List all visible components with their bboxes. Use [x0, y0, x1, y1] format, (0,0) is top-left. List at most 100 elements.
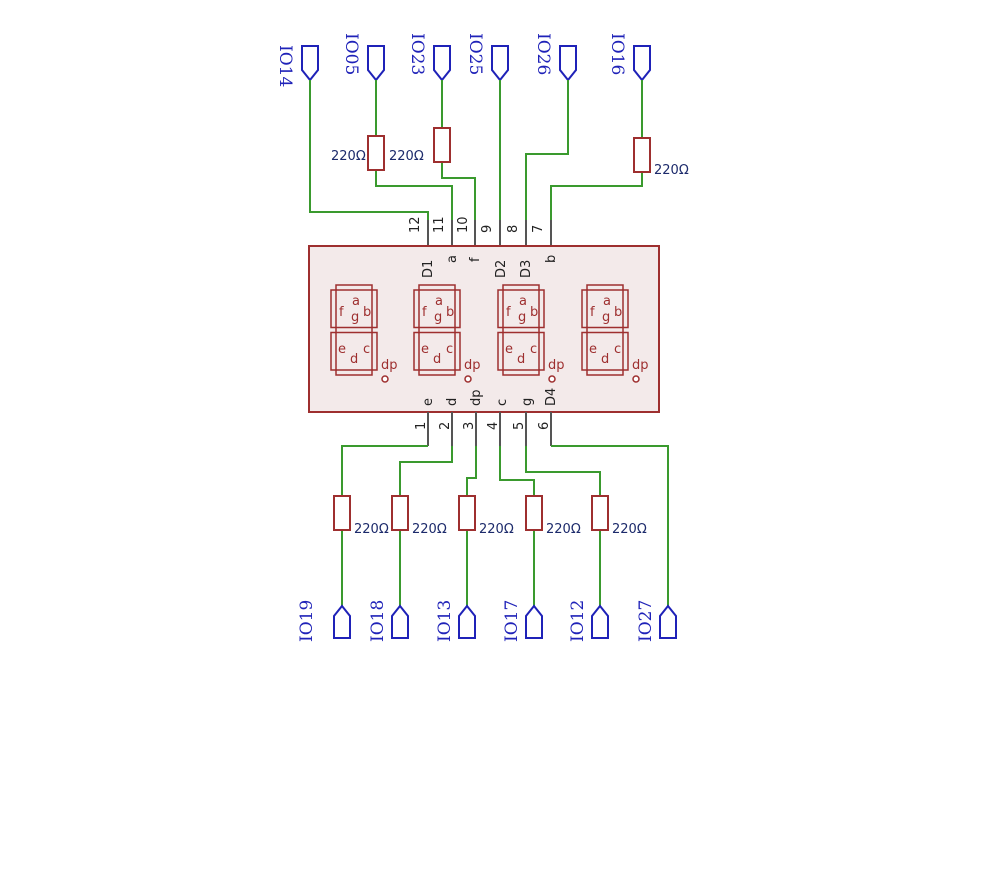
port-io25-symbol [491, 45, 509, 82]
digit-2-label-dp: dp [464, 358, 481, 373]
digit-2-label-a: a [435, 294, 443, 309]
digit-2-segment-c [454, 331, 461, 371]
resistor-io12-body [591, 495, 609, 531]
digit-4-segment-c [622, 331, 629, 371]
port-io05-symbol [367, 45, 385, 82]
net-label-io16: IO16 [607, 33, 627, 75]
digit-4-decimal-point [632, 375, 640, 383]
digit-1-segment-a [335, 284, 373, 291]
port-io17-symbol [525, 604, 543, 639]
port-io26-symbol [559, 45, 577, 82]
digit-1-label-g: g [351, 310, 359, 325]
digit-1-segment-b [371, 289, 378, 329]
port-io05: IO05 [341, 33, 385, 82]
net-label-io27: IO27 [636, 600, 656, 642]
pin-number-12: 12 [408, 216, 423, 233]
digit-2-label-c: c [446, 342, 453, 357]
resistor-io23-body [433, 127, 451, 163]
pin-number-9: 9 [480, 225, 495, 233]
wire-io14 [309, 80, 429, 220]
digit-1-label-e: e [338, 342, 346, 357]
digit-1-segment-e [330, 331, 337, 371]
digit-2-segment-f [413, 289, 420, 329]
port-io13: IO13 [435, 600, 476, 642]
digit-3-segment-f [497, 289, 504, 329]
digit-4-segment-e [581, 331, 588, 371]
resistor-io23-value: 220Ω [389, 149, 424, 164]
digit-2-segment-e [413, 331, 420, 371]
digit-4-segment-f [581, 289, 588, 329]
digit-3-label-c: c [530, 342, 537, 357]
pin-number-1: 1 [414, 422, 429, 430]
digit-1-decimal-point [381, 375, 389, 383]
digit-3-label-e: e [505, 342, 513, 357]
resistor-io19-body [333, 495, 351, 531]
pin-name-dp: dp [469, 389, 484, 406]
digit-4-segment-g [586, 326, 624, 334]
digit-2-label-f: f [422, 305, 427, 320]
digit-1-segment-c [371, 331, 378, 371]
pin-name-e: e [421, 398, 436, 406]
pin-name-b: b [544, 255, 559, 263]
digit-4-label-a: a [603, 294, 611, 309]
pin-name-d3: D3 [519, 260, 534, 278]
digit-4-segment-b [622, 289, 629, 329]
net-label-io19: IO19 [297, 600, 317, 642]
pin-name-d4: D4 [544, 388, 559, 406]
top-pin-numbers: 12 11 10 9 8 7 [408, 216, 546, 233]
bottom-pin-numbers: 1 2 3 4 5 6 [414, 422, 552, 430]
digit-2-label-e: e [421, 342, 429, 357]
net-label-io25: IO25 [465, 33, 485, 75]
top-pin-leads [427, 220, 552, 246]
port-io18: IO18 [368, 600, 409, 642]
digit-3-label-d: d [517, 352, 525, 367]
digit-2-label-g: g [434, 310, 442, 325]
digit-2-segment-b [454, 289, 461, 329]
digit-3-segment-d [502, 369, 540, 376]
digit-3-segment-b [538, 289, 545, 329]
digit-3-label-dp: dp [548, 358, 565, 373]
digit-3-label-f: f [506, 305, 511, 320]
top-wires [309, 80, 643, 220]
pin-name-g: g [520, 398, 535, 406]
wire-io27 [551, 445, 669, 606]
resistor-io05-value: 220Ω [331, 149, 366, 164]
digit-3-label-g: g [518, 310, 526, 325]
pin-name-c: c [495, 399, 510, 406]
pin-number-4: 4 [486, 422, 501, 430]
digit-2-segment-g [418, 326, 456, 334]
bottom-pin-names: e d dp c g D4 [421, 388, 559, 406]
port-io14-symbol [301, 45, 319, 82]
net-label-io14: IO14 [275, 45, 295, 87]
digit-3-segment-g [502, 326, 540, 334]
port-io18-symbol [391, 604, 409, 639]
digit-2-segment-a [418, 284, 456, 291]
port-io27: IO27 [636, 600, 677, 642]
net-label-io26: IO26 [533, 33, 553, 75]
port-io23: IO23 [407, 33, 451, 82]
digit-4-segment-a [586, 284, 624, 291]
port-io19: IO19 [297, 600, 351, 642]
resistor-io13: 220Ω [458, 495, 514, 537]
pin-number-7: 7 [531, 225, 546, 233]
net-label-io05: IO05 [341, 33, 361, 75]
digit-1-label-f: f [339, 305, 344, 320]
pin-name-d1: D1 [421, 260, 436, 278]
wire-io13-a [466, 446, 477, 496]
pin-name-d: d [445, 398, 460, 406]
pin-number-8: 8 [506, 225, 521, 233]
resistor-io19: 220Ω [333, 495, 389, 537]
pin-number-11: 11 [432, 216, 447, 233]
digit-4-segment-d [586, 369, 624, 376]
digit-2-segment-d [418, 369, 456, 376]
net-label-io17: IO17 [502, 600, 522, 642]
digit-4-label-c: c [614, 342, 621, 357]
port-io25: IO25 [465, 33, 509, 82]
digit-4-label-dp: dp [632, 358, 649, 373]
wire-io16-b [550, 172, 643, 220]
pin-name-d2: D2 [494, 260, 509, 278]
